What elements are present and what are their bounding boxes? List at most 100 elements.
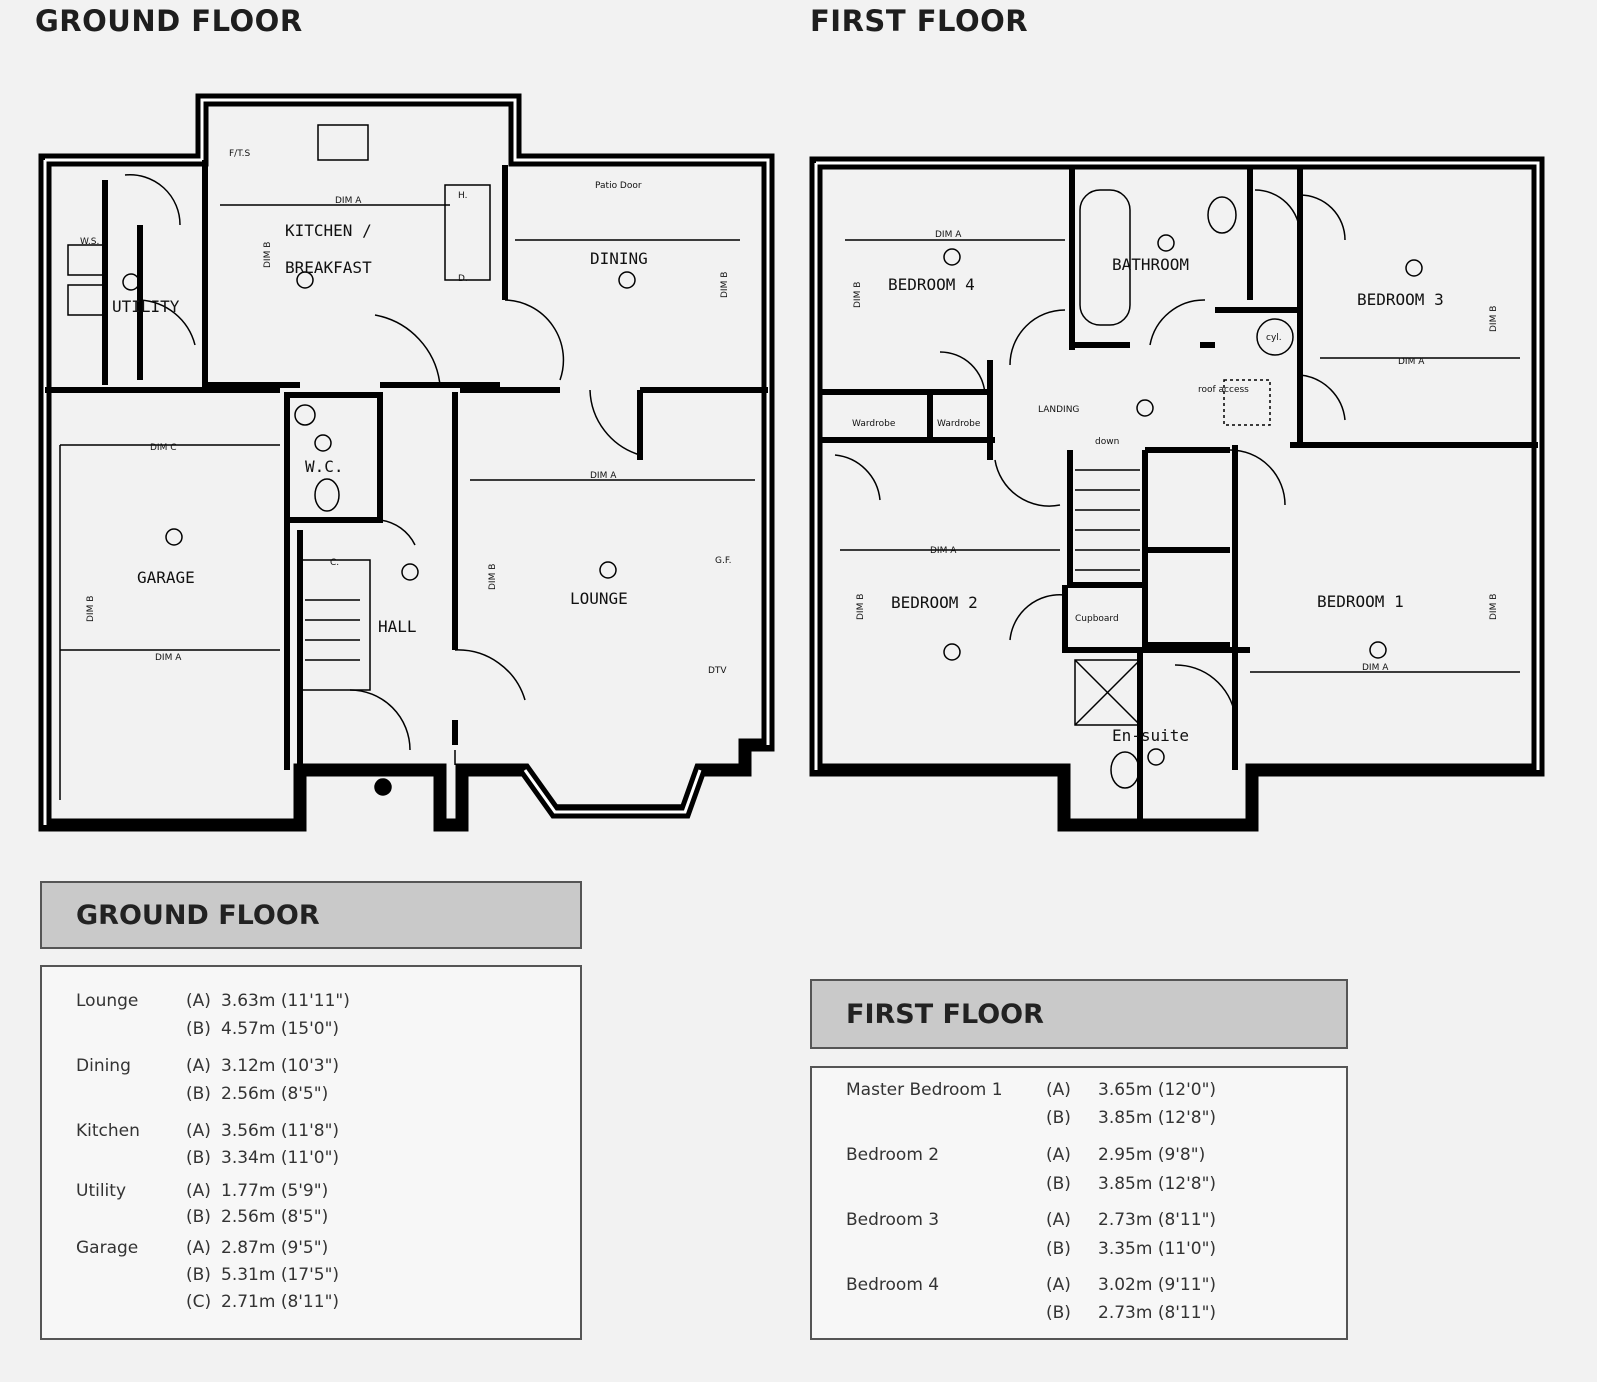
label-breakfast: BREAKFAST [285,258,372,277]
room-name: Kitchen [76,1121,140,1141]
table-row: (B) 4.57m (15'0") [186,1019,339,1039]
ground-room-labels: KITCHEN / BREAKFAST UTILITY DINING GARAG… [80,149,731,676]
first-room-labels: BEDROOM 4 BATHROOM BEDROOM 3 LANDING BED… [852,230,1499,745]
first-dimensions-table: Master Bedroom 1(A)3.65m (12'0") (B)3.85… [810,1066,1348,1340]
dim-value: 3.63m (11'11") [221,991,350,1011]
ground-floor-title: GROUND FLOOR [35,4,303,38]
label-bedroom-2: BEDROOM 2 [891,593,978,612]
table-row: (B) 5.31m (17'5") [186,1265,339,1285]
label-dim-b-kitchen: DIM B [263,242,273,268]
label-cyl: cyl. [1266,333,1282,343]
ground-outer-wall [38,93,775,832]
dim-value: 3.85m (12'8") [1098,1174,1217,1194]
ground-light-points [122,271,636,796]
first-fixtures [834,189,1520,789]
label-dim-a-bed1: DIM A [1362,663,1389,673]
label-dim-b-bed2: DIM B [856,594,866,620]
dim-value: 3.02m (9'11") [1098,1275,1217,1295]
label-ensuite: En-suite [1112,726,1189,745]
label-dim-b-bed3: DIM B [1489,306,1499,332]
label-garage: GARAGE [137,568,195,587]
room-name: Bedroom 2 [846,1145,940,1165]
dim-label: (A) [186,1121,211,1141]
label-bathroom: BATHROOM [1112,255,1189,274]
dim-label: (B) [1046,1108,1071,1128]
ground-internal-walls [45,160,768,770]
room-name: Garage [76,1238,139,1258]
table-row: (B) 3.35m (11'0") [1046,1239,1216,1259]
first-table-header: FIRST FLOOR [810,979,1348,1049]
table-row: (B)3.34m (11'0") [186,1148,339,1168]
label-dim-a-bed2: DIM A [930,546,957,556]
label-dim-b-dining: DIM B [720,272,730,298]
ground-table-header: GROUND FLOOR [40,881,582,949]
label-dim-a-bed4: DIM A [935,230,962,240]
dim-label: (B) [186,1148,211,1168]
table-row: Master Bedroom 1(A)3.65m (12'0") [846,1080,1216,1100]
label-kitchen: KITCHEN / [285,221,372,240]
table-row: Garage(A)2.87m (9'5") [76,1238,328,1258]
dim-value: 3.12m (10'3") [221,1056,340,1076]
table-row: Bedroom 2(A)2.95m (9'8") [846,1145,1205,1165]
label-bedroom-4: BEDROOM 4 [888,275,975,294]
label-dim-a-lounge: DIM A [590,471,617,481]
table-row: (B)2.73m (8'11") [1046,1303,1216,1323]
dim-label: (A) [186,1181,211,1201]
table-row: Dining(A)3.12m (10'3") [76,1056,339,1076]
dim-label: (B) [1046,1239,1071,1259]
label-down: down [1095,437,1119,447]
label-dim-a: DIM A [335,196,362,206]
table-row: (C)2.71m (8'11") [186,1292,339,1312]
label-cupboard: Cupboard [1075,614,1119,624]
ground-doors [59,124,755,806]
label-wardrobe-1: Wardrobe [852,419,896,429]
ground-dimensions-table: Lounge(A)3.63m (11'11") (B)4.57m (15'0")… [40,965,582,1340]
dim-value: 5.31m (17'5") [221,1265,340,1285]
dim-label: (B) [186,1265,211,1285]
ground-floor-plan [38,93,775,832]
label-fts: F/T.S [229,149,250,159]
label-wardrobe-2: Wardrobe [937,419,981,429]
dim-value: 3.85m (12'8") [1098,1108,1217,1128]
table-row: Kitchen (A) 3.56m (11'8") [76,1121,339,1141]
label-dim-b-bed4: DIM B [853,282,863,308]
first-floor-plan [809,156,1545,832]
room-name: Dining [76,1056,131,1076]
label-lounge: LOUNGE [570,589,628,608]
label-dtv: DTV [708,666,727,676]
label-c: C. [330,558,339,568]
label-dim-b-garage: DIM B [86,596,96,622]
label-roof-access: roof access [1198,385,1249,395]
room-name: Utility [76,1181,127,1201]
dim-value: 3.56m (11'8") [221,1121,340,1141]
label-wc: W.C. [305,457,344,476]
dim-label: (B) [186,1084,211,1104]
dim-label: (B) [186,1019,211,1039]
dim-value: 2.56m (8'5") [221,1207,329,1227]
table-row: Utility(A)1.77m (5'9") [76,1181,328,1201]
first-internal-walls [822,168,1538,825]
dim-label: (A) [1046,1145,1071,1165]
table-row: (B)2.56m (8'5") [186,1207,328,1227]
table-row: Bedroom 3(A)2.73m (8'11") [846,1210,1216,1230]
label-utility: UTILITY [112,297,180,316]
dim-value: 2.73m (8'11") [1098,1303,1217,1323]
dim-label: (B) [1046,1174,1071,1194]
label-bedroom-3: BEDROOM 3 [1357,290,1444,309]
label-dim-a-garage: DIM A [155,653,182,663]
dim-value: 3.35m (11'0") [1098,1239,1217,1259]
dim-value: 4.57m (15'0") [221,1019,340,1039]
table-row: (B) 3.85m (12'8") [1046,1174,1216,1194]
table-row: (B)2.56m (8'5") [186,1084,328,1104]
table-row: (B) 3.85m (12'8") [1046,1108,1216,1128]
label-gf: G.F. [715,556,731,566]
dim-label: (A) [186,1238,211,1258]
label-dim-c: DIM C [150,443,177,453]
room-name: Master Bedroom 1 [846,1080,1003,1100]
first-floor-title: FIRST FLOOR [810,4,1029,38]
label-patio-door: Patio Door [595,181,642,191]
label-bedroom-1: BEDROOM 1 [1317,592,1404,611]
label-dining: DINING [590,249,648,268]
dim-label: (A) [1046,1080,1071,1100]
dim-value: 2.73m (8'11") [1098,1210,1217,1230]
